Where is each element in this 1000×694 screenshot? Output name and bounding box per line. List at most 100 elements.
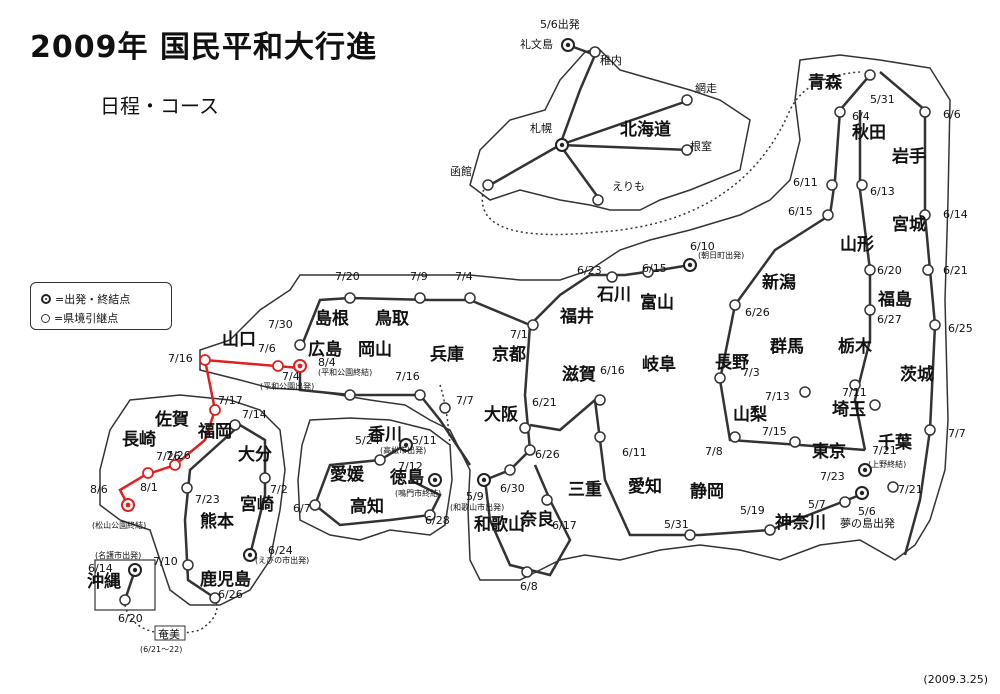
minor-node-icon bbox=[41, 313, 50, 323]
pref-miyagi: 宮城 bbox=[892, 214, 926, 235]
date-label: 7/14 bbox=[242, 408, 267, 421]
note-yamagata-start: (朝日町出発) bbox=[698, 250, 744, 260]
date-label: 6/7 bbox=[293, 502, 311, 515]
date-label: 7/1 bbox=[510, 328, 528, 341]
page-subtitle: 日程・コース bbox=[100, 94, 219, 118]
shikoku-outline bbox=[297, 417, 453, 541]
note-yumenoshima: 夢の島出発 bbox=[840, 516, 895, 530]
date-label: 7/26 bbox=[156, 450, 181, 463]
waypoint-marker bbox=[181, 482, 193, 494]
waypoint-marker bbox=[482, 179, 494, 191]
date-label: 6/25 bbox=[948, 322, 973, 335]
waypoint-marker bbox=[527, 319, 539, 331]
pref-okayama: 岡山 bbox=[358, 340, 392, 360]
date-label: 6/15 bbox=[642, 262, 667, 275]
waypoint-marker bbox=[592, 194, 604, 206]
date-label: 7/20 bbox=[335, 270, 360, 283]
waypoint-marker bbox=[869, 399, 881, 411]
waypoint-marker bbox=[764, 524, 776, 536]
date-label: 6/23 bbox=[577, 264, 602, 277]
major-node-center bbox=[481, 477, 487, 483]
waypoint-marker bbox=[182, 559, 194, 571]
date-label: 7/6 bbox=[258, 342, 276, 355]
pref-ehime: 愛媛 bbox=[330, 464, 365, 485]
date-label: 7/16 bbox=[395, 370, 420, 383]
legend-major-label: =出発・終結点 bbox=[55, 293, 131, 306]
date-label: 6/26 bbox=[535, 448, 560, 461]
waypoint-marker bbox=[929, 319, 941, 331]
date-label: 6/11 bbox=[622, 446, 647, 459]
kyushu-outline bbox=[99, 394, 286, 606]
pref-saitama: 埼玉 bbox=[832, 399, 866, 420]
pref-aichi: 愛知 bbox=[628, 476, 662, 497]
waypoint-marker bbox=[594, 394, 606, 406]
waypoint-marker bbox=[714, 372, 726, 384]
pref-fukushima: 福島 bbox=[877, 289, 912, 310]
waypoint-marker bbox=[922, 264, 934, 276]
legend-minor-label: =県境引継点 bbox=[54, 312, 119, 325]
legend-minor-row: =県境引継点 bbox=[41, 310, 118, 326]
date-label: 7/8 bbox=[705, 445, 723, 458]
pref-shimane: 島根 bbox=[315, 308, 349, 329]
waypoint-marker bbox=[729, 431, 741, 443]
honshu-outline bbox=[199, 54, 951, 581]
pref-fukui: 福井 bbox=[559, 306, 594, 327]
pref-mie: 三重 bbox=[568, 479, 602, 500]
place-nemuro: 根室 bbox=[690, 139, 712, 153]
pref-shiga: 滋賀 bbox=[562, 364, 596, 385]
pref-chiba: 千葉 bbox=[878, 432, 913, 453]
date-label: 6/17 bbox=[552, 519, 577, 532]
date-label: 7/23 bbox=[195, 493, 220, 506]
label-hokkaido: 北海道 bbox=[620, 119, 671, 140]
pref-nagano: 長野 bbox=[715, 353, 749, 373]
waypoint-marker bbox=[826, 179, 838, 191]
pref-osaka: 大阪 bbox=[484, 404, 518, 425]
waypoint-marker bbox=[209, 592, 221, 604]
place-sapporo: 札幌 bbox=[530, 121, 552, 135]
pref-tokushima: 徳島 bbox=[389, 467, 424, 488]
pref-hiroshima: 広島 bbox=[308, 339, 342, 360]
date-label: 5/19 bbox=[740, 504, 765, 517]
waypoint-marker bbox=[856, 179, 868, 191]
route-tohoku-mid bbox=[853, 110, 872, 451]
date-label: 6/6 bbox=[943, 108, 961, 121]
date-label: 7/7 bbox=[456, 394, 474, 407]
date-label: 6/20 bbox=[118, 612, 143, 625]
date-label: 8/1 bbox=[140, 481, 158, 494]
ferry-line-shikoku bbox=[439, 384, 451, 446]
highlight-waypoint bbox=[142, 467, 154, 479]
waypoint-marker bbox=[924, 424, 936, 436]
date-label: 6/27 bbox=[877, 313, 902, 326]
route-sanyo bbox=[298, 365, 472, 466]
pref-iwate: 岩手 bbox=[891, 146, 926, 167]
date-label: 6/30 bbox=[500, 482, 525, 495]
pref-gunma: 群馬 bbox=[770, 336, 804, 357]
date-label: 6/13 bbox=[870, 185, 895, 198]
pref-hyogo: 兵庫 bbox=[430, 344, 464, 365]
note-tokyo-start: (上野終結) bbox=[868, 459, 906, 469]
waypoint-marker bbox=[839, 496, 851, 508]
hokkaido-outline bbox=[469, 47, 751, 211]
date-label: 6/14 bbox=[943, 208, 968, 221]
date-label: 6/16 bbox=[600, 364, 625, 377]
date-label: 6/20 bbox=[877, 264, 902, 277]
route-tohoku-west bbox=[718, 74, 871, 452]
date-label: 5/31 bbox=[664, 518, 689, 531]
date-label: 7/13 bbox=[765, 390, 790, 403]
ferry-line-hokkaido bbox=[481, 71, 861, 236]
route-highlight bbox=[118, 358, 301, 506]
date-label: 7/21 bbox=[872, 444, 897, 457]
okinawa-box bbox=[94, 559, 156, 611]
page-title: 2009年 国民平和大行進 bbox=[30, 30, 377, 65]
waypoint-marker bbox=[424, 509, 436, 521]
waypoint-marker bbox=[504, 464, 516, 476]
highlight-major-center bbox=[125, 502, 131, 508]
pref-nagasaki: 長崎 bbox=[122, 429, 156, 450]
date-label: 5/11 bbox=[412, 434, 437, 447]
waypoint-marker bbox=[414, 389, 426, 401]
date-label: 5/24 bbox=[355, 434, 380, 447]
date-label: 7/9 bbox=[410, 270, 428, 283]
date-label: 5/31 bbox=[870, 93, 895, 106]
date-label: 8/6 bbox=[90, 483, 108, 496]
route-hokkaido bbox=[489, 43, 691, 201]
